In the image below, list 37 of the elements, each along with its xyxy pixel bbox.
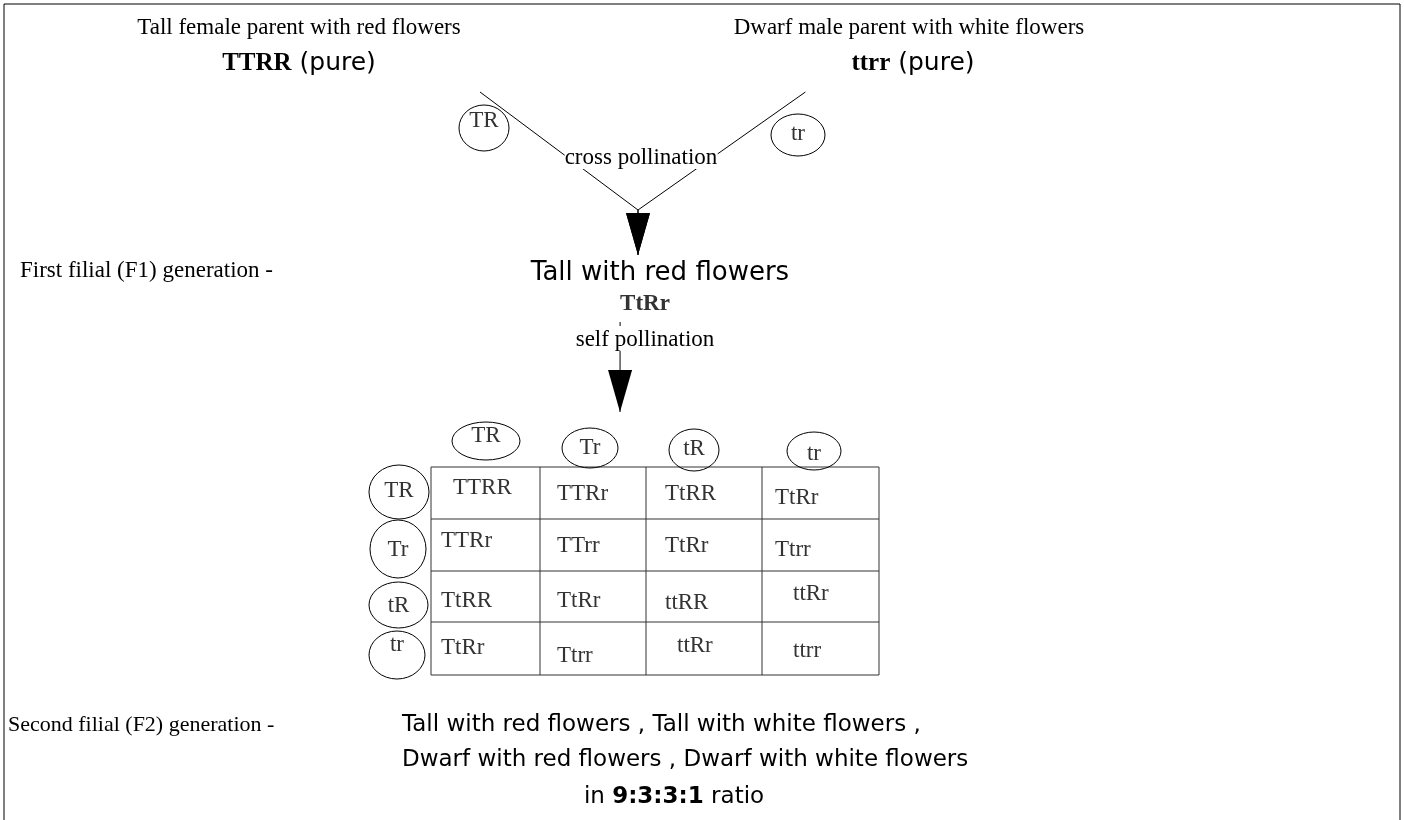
gamete-circle: TR [458,104,510,152]
edge-label: self pollination [573,326,717,352]
arrow [626,91,806,256]
genotype-text: TTRR [453,474,512,500]
genotype-text: TtRr [665,532,709,558]
gamete-circle: Tr [369,519,427,579]
genotype-text: TtRr [775,484,819,510]
gamete-circle: TR [368,464,430,520]
generation-label: Second filial (F2) generation - [8,712,275,737]
genotype-text: TTRr [441,527,493,553]
genotype-text: TtRr [557,587,601,613]
genotype-text: ttrr [793,637,822,663]
genotype-text: TtRr [441,634,485,660]
ratio-text: in 9:3:3:1 ratio [583,783,765,809]
parent-description: Tall female parent with red flowers TTRR (pure) [118,10,480,92]
genotype-text: TTRr [557,480,609,506]
gamete-circle: tr [786,431,842,471]
parent-description: Dwarf male parent with white flowers ttrr (pure) [650,10,1168,92]
arrow [608,321,633,413]
gamete-circle: TR [451,421,521,461]
gamete-circle: tr [770,113,826,157]
offspring-description: Tall with red flowers TtRr [470,255,850,322]
genotype-text: ttRR [665,589,709,615]
phenotype-text: Tall with red flowers , Tall with white flowers , [402,711,921,737]
genotype-text: TtRR [441,587,493,613]
generation-label: First filial (F1) generation - [20,257,273,283]
genotype-text: ttRr [677,632,713,658]
gamete-circle: Tr [561,427,619,469]
genotype-text: ttRr [793,580,829,606]
gamete-circle: tR [668,428,720,472]
genotype-text: TTrr [557,532,600,558]
phenotype-text: Dwarf with red flowers , Dwarf with white flowers [402,746,969,772]
genotype-text: Ttrr [775,536,811,562]
gamete-circle: tr [368,630,426,680]
gamete-circle: tR [368,581,429,629]
genotype-text: Ttrr [557,642,593,668]
genotype-text: TtRR [665,480,717,506]
